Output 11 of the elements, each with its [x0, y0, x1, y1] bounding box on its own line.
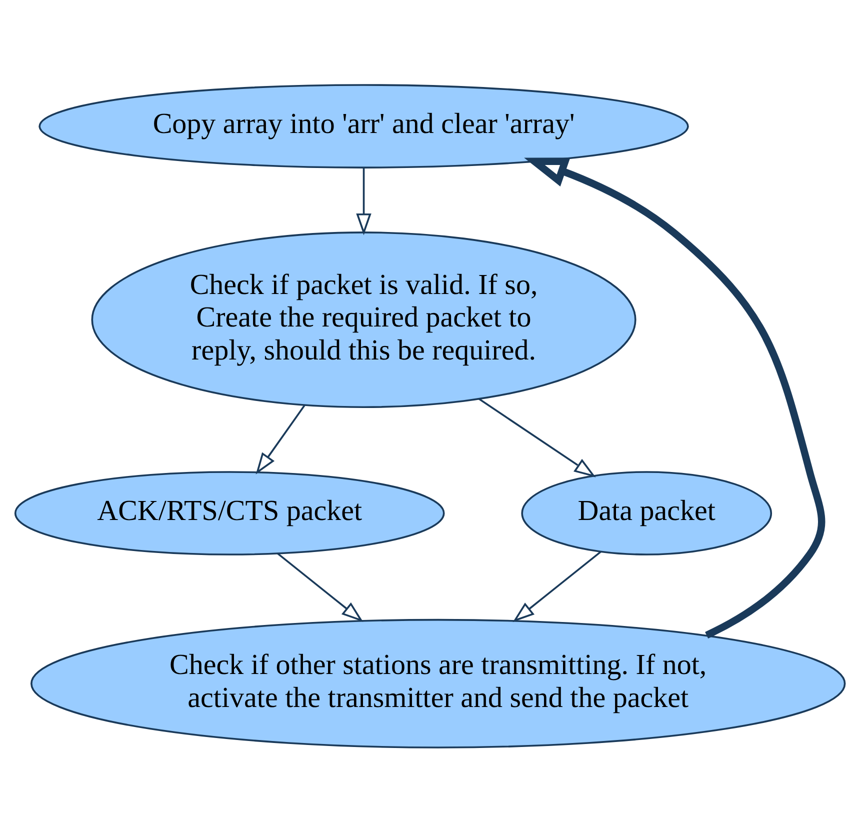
arrow: [524, 157, 826, 638]
arrow: [276, 552, 364, 622]
node-ellipse: Check if other stations are transmitting. If not, activate the transmitter and send the packet: [30, 618, 846, 748]
node-ellipse: Data packet: [521, 470, 772, 555]
node-ellipse: Copy array into 'arr' and clear 'array': [38, 84, 689, 168]
arrow: [512, 550, 602, 622]
arrow: [478, 398, 596, 477]
node-ellipse: Check if packet is valid. If so, Create the required packet to reply, should this be required.: [91, 231, 636, 408]
node-ellipse: ACK/RTS/CTS packet: [14, 470, 445, 555]
arrow: [256, 404, 306, 474]
arrow: [356, 166, 372, 235]
